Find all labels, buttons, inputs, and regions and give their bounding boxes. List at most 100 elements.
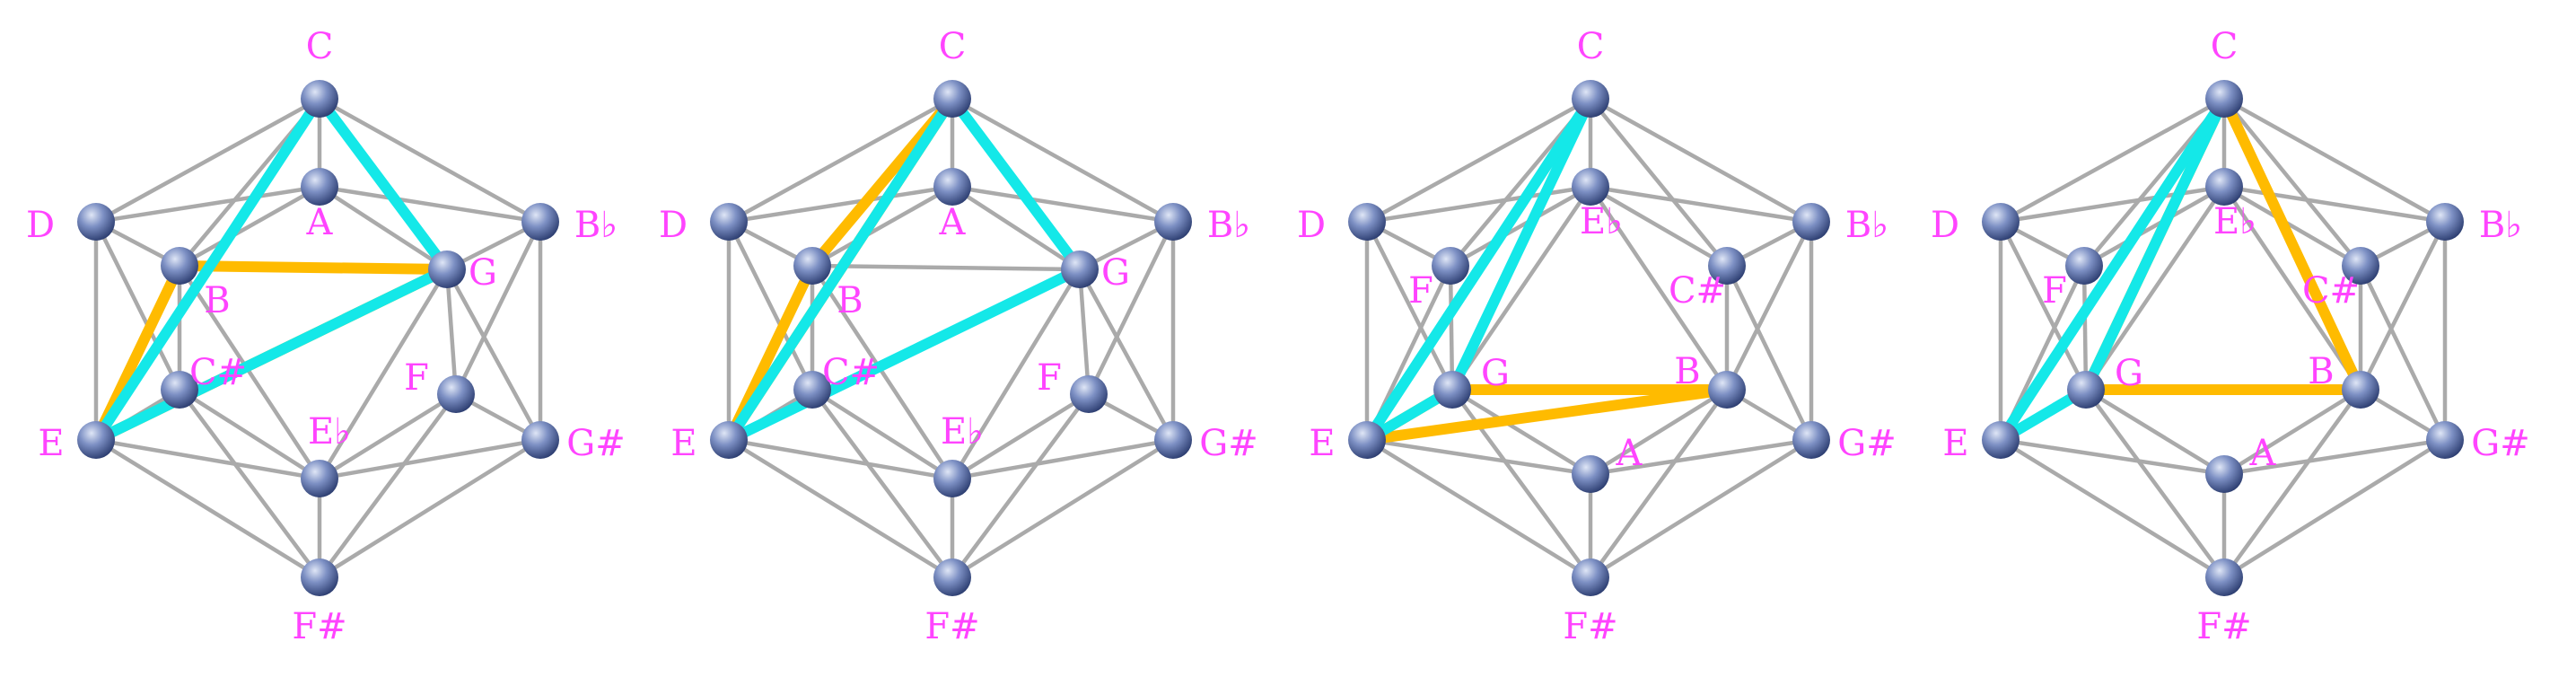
edge-n0-n2 bbox=[2221, 96, 2448, 224]
edge-j3-j4 bbox=[1450, 387, 1593, 477]
nodes bbox=[77, 80, 559, 596]
note-label-n1: D bbox=[1931, 205, 1959, 246]
node-i1 bbox=[1061, 251, 1099, 288]
note-label-n3: E bbox=[670, 423, 697, 464]
node-n0 bbox=[301, 80, 338, 118]
edge-n5-j4 bbox=[2083, 387, 2227, 580]
edge-n4-i1 bbox=[1077, 267, 1176, 443]
edge-n1-j0 bbox=[1364, 184, 1593, 224]
edge-j5-j0 bbox=[2081, 184, 2227, 268]
edge-n0-n2 bbox=[1588, 96, 1814, 224]
edge-i2-i3 bbox=[950, 391, 1091, 481]
edge-n5-j2 bbox=[2221, 387, 2363, 580]
edge-n2-j2 bbox=[1724, 219, 1814, 392]
note-label-i1: G bbox=[1101, 252, 1130, 294]
orange-triad-edge bbox=[2219, 93, 2366, 395]
node-n2 bbox=[1792, 203, 1830, 241]
edge-n1-i4 bbox=[93, 219, 182, 392]
node-i0 bbox=[933, 168, 971, 206]
orange-triad-edge bbox=[1362, 384, 1732, 445]
cyan-triad bbox=[91, 93, 452, 445]
edge-n0-n1 bbox=[726, 96, 955, 224]
node-n1 bbox=[1982, 203, 2020, 241]
edge-j2-j3 bbox=[2221, 387, 2363, 477]
cyan-triad-edge bbox=[2081, 93, 2230, 395]
edge-i5-i1 bbox=[810, 263, 1082, 272]
edge-j0-j4 bbox=[1450, 184, 1593, 392]
cyan-triad-edge bbox=[1362, 93, 1596, 445]
edge-i2-i3 bbox=[317, 391, 459, 481]
node-n1 bbox=[710, 203, 748, 241]
node-n3 bbox=[77, 421, 115, 459]
edge-n0-j1 bbox=[1588, 96, 1730, 268]
edge-n3-i3 bbox=[726, 437, 955, 481]
orange-triad-edge bbox=[174, 260, 452, 275]
cyan-triad bbox=[723, 93, 1085, 445]
note-label-j4: G bbox=[1481, 353, 1510, 394]
edge-i1-i2 bbox=[1077, 267, 1091, 397]
edge-n3-i3 bbox=[93, 437, 322, 481]
edge-n5-j2 bbox=[1588, 387, 1730, 580]
note-label-n5: F# bbox=[2196, 606, 2251, 647]
node-j3 bbox=[2205, 455, 2243, 493]
edge-n3-j3 bbox=[1364, 437, 1593, 477]
note-label-n0: C bbox=[2211, 26, 2239, 67]
edge-n1-i0 bbox=[93, 184, 322, 224]
nodes bbox=[710, 80, 1192, 596]
cyan-triad-edge bbox=[314, 93, 452, 275]
note-label-n1: D bbox=[26, 205, 55, 246]
node-j0 bbox=[1572, 168, 1609, 206]
edge-i3-i5 bbox=[177, 263, 322, 481]
note-label-j2: B bbox=[2308, 351, 2334, 392]
node-j1 bbox=[1708, 247, 1746, 285]
cyan-triad-edge bbox=[91, 93, 325, 445]
note-label-j0: E♭ bbox=[2213, 201, 2256, 242]
note-label-n1: D bbox=[659, 205, 688, 246]
edge-n2-i0 bbox=[317, 184, 543, 224]
edge-j5-j0 bbox=[1448, 184, 1593, 268]
orange-triad bbox=[1362, 384, 1732, 445]
node-n5 bbox=[301, 558, 338, 596]
node-j5 bbox=[1432, 247, 1469, 285]
edge-i3-i4 bbox=[810, 387, 955, 481]
note-label-j5: F bbox=[2042, 270, 2067, 312]
node-i1 bbox=[428, 251, 466, 288]
note-label-n4: G# bbox=[1199, 423, 1257, 464]
edge-n1-i0 bbox=[726, 184, 955, 224]
node-n4 bbox=[2426, 421, 2464, 459]
note-label-j4: G bbox=[2115, 353, 2143, 394]
node-n2 bbox=[2426, 203, 2464, 241]
edge-n4-n5 bbox=[317, 437, 543, 580]
edge-n2-j0 bbox=[1588, 184, 1814, 224]
note-label-i3: E♭ bbox=[941, 411, 984, 453]
note-label-n3: E bbox=[1942, 423, 1968, 464]
node-n1 bbox=[1348, 203, 1386, 241]
edge-n3-n5 bbox=[93, 437, 322, 580]
node-j5 bbox=[2065, 247, 2103, 285]
note-label-i5: B bbox=[204, 280, 230, 321]
node-j2 bbox=[2342, 371, 2379, 409]
edge-n0-n1 bbox=[1998, 96, 2227, 224]
edge-j3-j4 bbox=[2083, 387, 2227, 477]
edge-n4-n5 bbox=[2221, 437, 2448, 580]
edge-n1-j4 bbox=[1998, 219, 2089, 392]
edge-n4-n5 bbox=[950, 437, 1176, 580]
edge-n0-n2 bbox=[950, 96, 1176, 224]
edge-j0-j1 bbox=[2221, 184, 2363, 268]
node-i5 bbox=[161, 247, 198, 285]
edge-i3-i4 bbox=[177, 387, 322, 481]
edge-j0-j4 bbox=[2083, 184, 2227, 392]
edge-n4-n5 bbox=[1588, 437, 1814, 580]
note-label-n5: F# bbox=[292, 606, 346, 647]
edge-n5-i4 bbox=[177, 387, 322, 580]
cyan-triad-edge bbox=[947, 93, 1085, 275]
edge-i0-i1 bbox=[950, 184, 1082, 272]
note-label-n0: C bbox=[939, 26, 967, 67]
